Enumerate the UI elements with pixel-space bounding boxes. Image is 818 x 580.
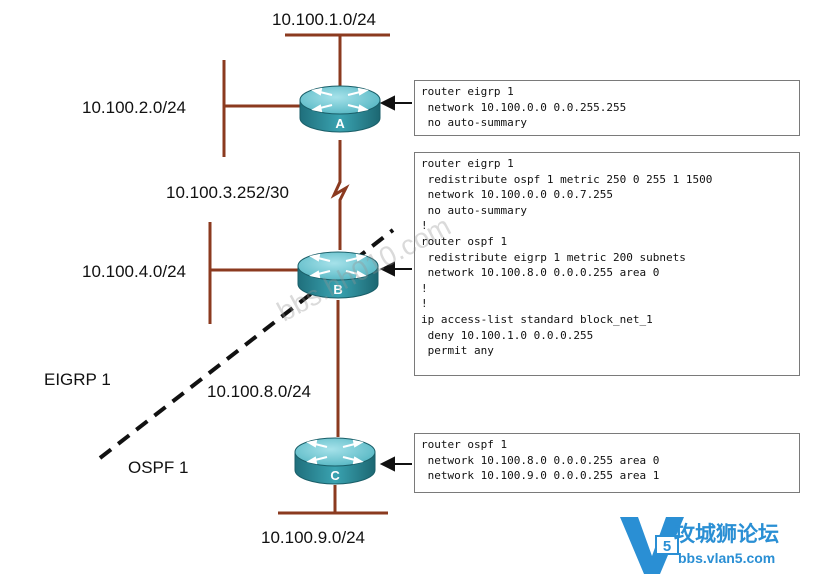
config-line: network 10.100.0.0 0.0.7.255 (421, 188, 614, 202)
config-line: router ospf 1 (421, 234, 508, 248)
links (208, 33, 390, 515)
brand-logo-mark: 5 (620, 517, 684, 574)
config-line: network 10.100.8.0 0.0.0.255 area 0 (421, 266, 660, 280)
config-line: ! (421, 297, 428, 311)
config-line: network 10.100.8.0 0.0.0.255 area 0 (421, 453, 660, 467)
config-line: router ospf 1 (421, 438, 508, 451)
router-a-config: router eigrp 1 network 10.100.0.0 0.0.25… (414, 80, 800, 136)
network-label-10-100-9: 10.100.9.0/24 (261, 528, 365, 547)
router-a-label: A (335, 116, 345, 131)
serial-link-a-b (330, 140, 350, 250)
config-line: network 10.100.0.0 0.0.255.255 (421, 100, 627, 114)
router-a[interactable]: A (299, 85, 381, 133)
ospf-area-label: OSPF 1 (128, 458, 189, 477)
network-label-10-100-4: 10.100.4.0/24 (82, 262, 186, 281)
config-line: permit any (421, 344, 494, 358)
brand-block: V5 攻城狮论坛 bbs.vlan5.com (618, 512, 814, 574)
router-b-label: B (333, 282, 342, 297)
brand-name: 攻城狮论坛 (674, 522, 779, 546)
svg-text:5: 5 (663, 538, 671, 555)
brand-url: bbs.vlan5.com (678, 550, 776, 566)
config-line: router eigrp 1 (421, 85, 514, 98)
network-label-10-100-8: 10.100.8.0/24 (207, 382, 311, 401)
network-label-10-100-1: 10.100.1.0/24 (272, 10, 376, 29)
router-b-config: router eigrp 1 redistribute ospf 1 metri… (414, 152, 800, 376)
config-line: deny 10.100.1.0 0.0.0.255 (421, 328, 594, 342)
config-arrows (379, 95, 412, 472)
router-c[interactable]: C (294, 437, 376, 485)
config-line: no auto-summary (421, 116, 527, 130)
config-line: no auto-summary (421, 203, 527, 217)
config-line: router eigrp 1 (421, 157, 514, 170)
config-line: ip access-list standard block_net_1 (421, 312, 653, 326)
router-c-config: router ospf 1 network 10.100.8.0 0.0.0.2… (414, 433, 800, 493)
config-line: network 10.100.9.0 0.0.0.255 area 1 (421, 469, 660, 483)
config-line: ! (421, 219, 428, 233)
network-label-10-100-3: 10.100.3.252/30 (166, 183, 289, 202)
config-line: ! (421, 281, 428, 295)
eigrp-area-label: EIGRP 1 (44, 370, 111, 389)
router-c-label: C (330, 468, 340, 483)
router-b[interactable]: B (297, 251, 379, 299)
network-label-10-100-2: 10.100.2.0/24 (82, 98, 186, 117)
config-line: redistribute eigrp 1 metric 200 subnets (421, 250, 686, 264)
config-line: redistribute ospf 1 metric 250 0 255 1 1… (421, 172, 713, 186)
